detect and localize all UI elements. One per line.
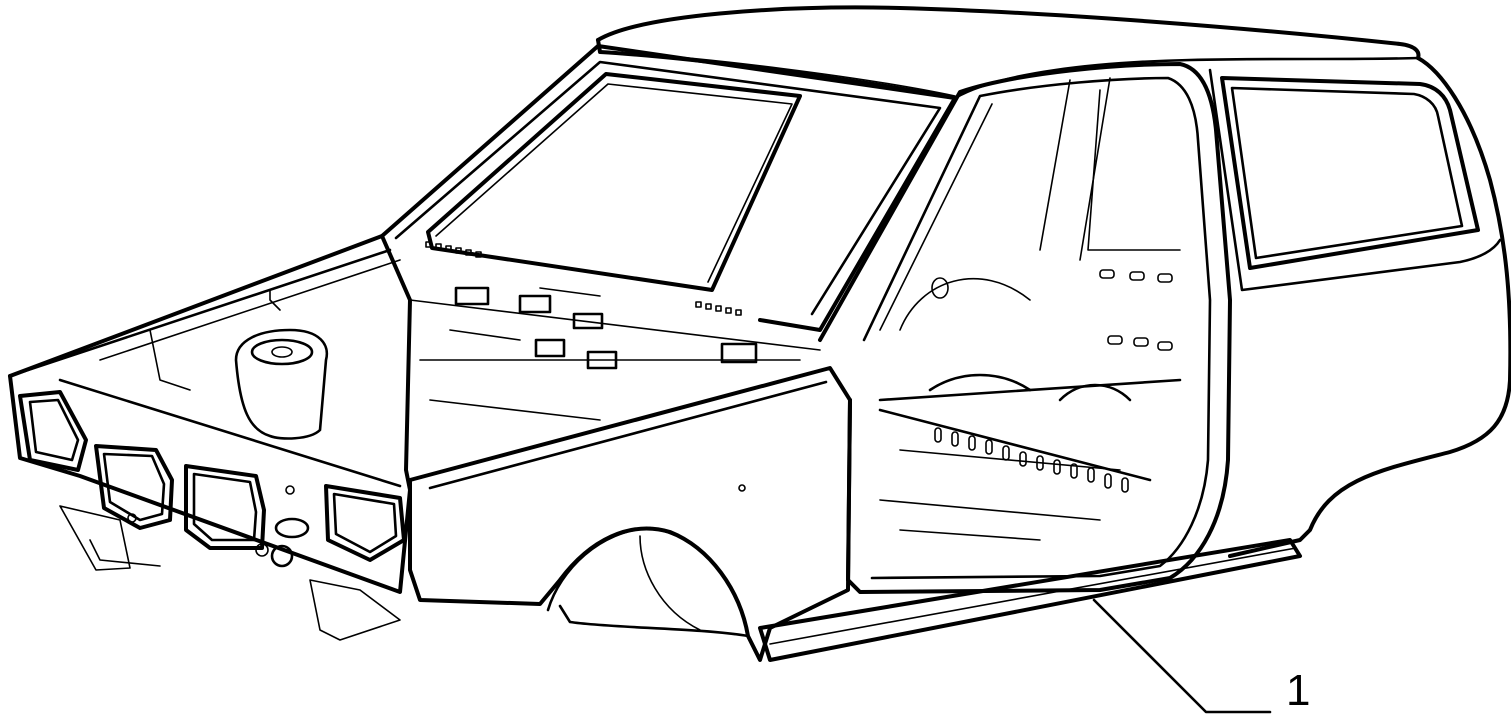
windshield-cowl-vents — [425, 241, 742, 316]
rocker-sill — [758, 538, 1302, 662]
rear-floor-slots — [1099, 269, 1173, 351]
firewall — [425, 241, 758, 370]
rear-quarter-window — [1220, 76, 1480, 270]
callout-leader-1 — [1092, 598, 1272, 714]
floor-pan — [878, 269, 1182, 541]
roof-panel — [596, 5, 1421, 100]
rear-quarter-panel — [1208, 56, 1511, 558]
floor-slots — [934, 427, 1129, 493]
front-fender — [408, 366, 852, 662]
engine-bay — [8, 234, 821, 594]
callout-label-1: 1 — [1286, 666, 1311, 715]
front-panel — [18, 390, 406, 641]
strut-tower — [234, 328, 329, 440]
